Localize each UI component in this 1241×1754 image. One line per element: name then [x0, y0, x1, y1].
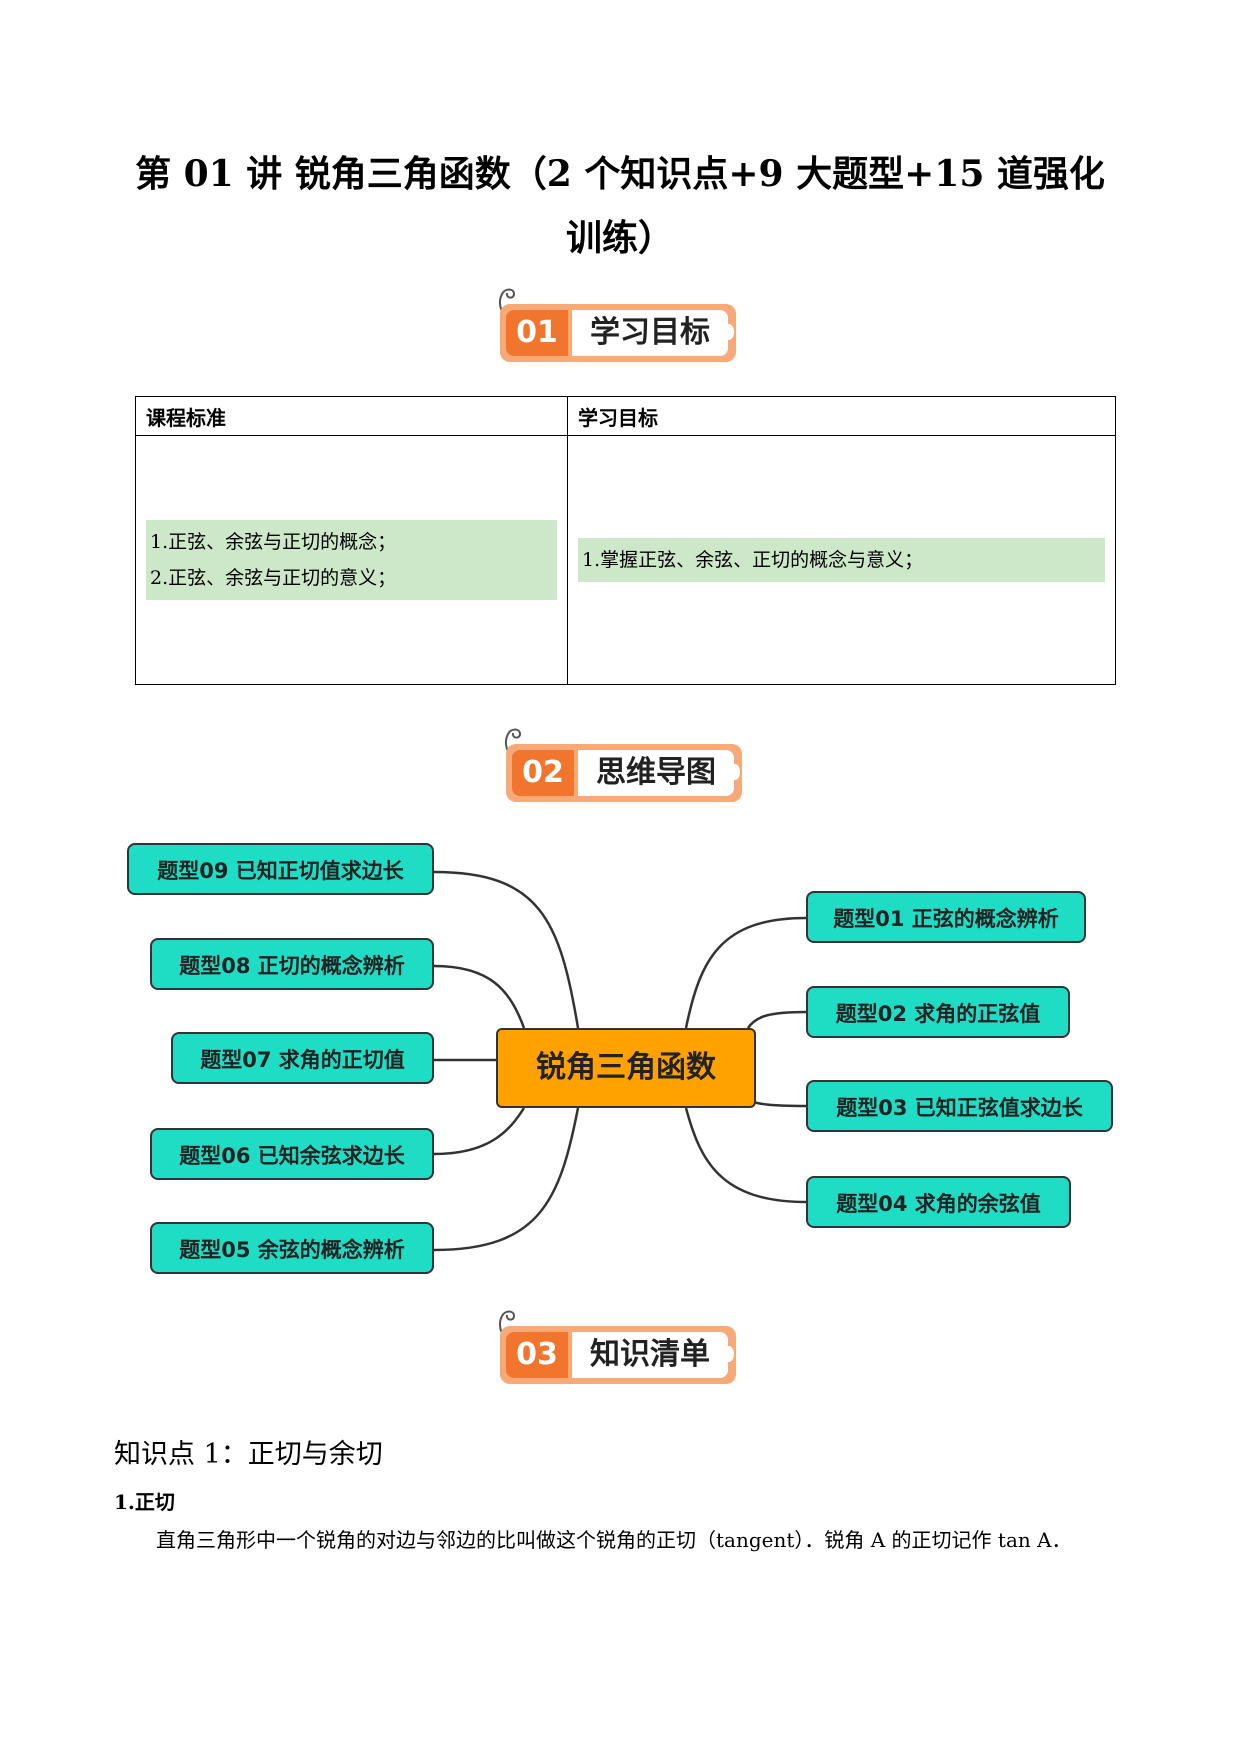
- paperclip-icon: [498, 1310, 516, 1341]
- mindmap-node-type05: 题型05 余弦的概念辨析: [150, 1222, 434, 1274]
- objectives-cell: 1.掌握正弦、余弦、正切的概念与意义；: [567, 435, 1116, 685]
- knowledge-sub-heading: 1.正切: [114, 1490, 175, 1514]
- knowledge-point-heading: 知识点 1：正切与余切: [114, 1439, 383, 1470]
- mindmap-node-type09: 题型09 已知正切值求边长: [127, 843, 434, 895]
- goals-table: 课程标准 学习目标 1.正弦、余弦与正切的概念； 2.正弦、余弦与正切的意义； …: [135, 396, 1116, 685]
- mindmap-node-type06: 题型06 已知余弦求边长: [150, 1128, 434, 1180]
- paperclip-icon: [498, 288, 516, 319]
- standards-cell: 1.正弦、余弦与正切的概念； 2.正弦、余弦与正切的意义；: [135, 435, 568, 685]
- section-badge-03: 03 知识清单: [498, 1310, 740, 1384]
- knowledge-paragraph: 直角三角形中一个锐角的对边与邻边的比叫做这个锐角的正切（tangent）．锐角 …: [156, 1528, 1072, 1552]
- section-badge-02: 02 思维导图: [504, 728, 746, 802]
- mindmap-node-type07: 题型07 求角的正切值: [171, 1032, 434, 1084]
- section-badge-01: 01 学习目标: [498, 288, 740, 362]
- standard-item: 1.正弦、余弦与正切的概念；: [150, 531, 397, 553]
- mindmap-node-type01: 题型01 正弦的概念辨析: [806, 891, 1086, 943]
- paperclip-icon: [504, 728, 522, 759]
- objective-item: 1.掌握正弦、余弦、正切的概念与意义；: [582, 549, 924, 571]
- page-title: 第 01 讲 锐角三角函数（2 个知识点+9 大题型+15 道强化训练）: [135, 153, 1105, 259]
- mindmap-center-node: 锐角三角函数: [496, 1028, 756, 1108]
- mindmap-node-type02: 题型02 求角的正弦值: [806, 986, 1070, 1038]
- mindmap-node-type04: 题型04 求角的余弦值: [806, 1176, 1071, 1228]
- mindmap-node-type08: 题型08 正切的概念辨析: [150, 938, 434, 990]
- standard-item: 2.正弦、余弦与正切的意义；: [150, 567, 397, 589]
- mindmap-node-type03: 题型03 已知正弦值求边长: [806, 1080, 1113, 1132]
